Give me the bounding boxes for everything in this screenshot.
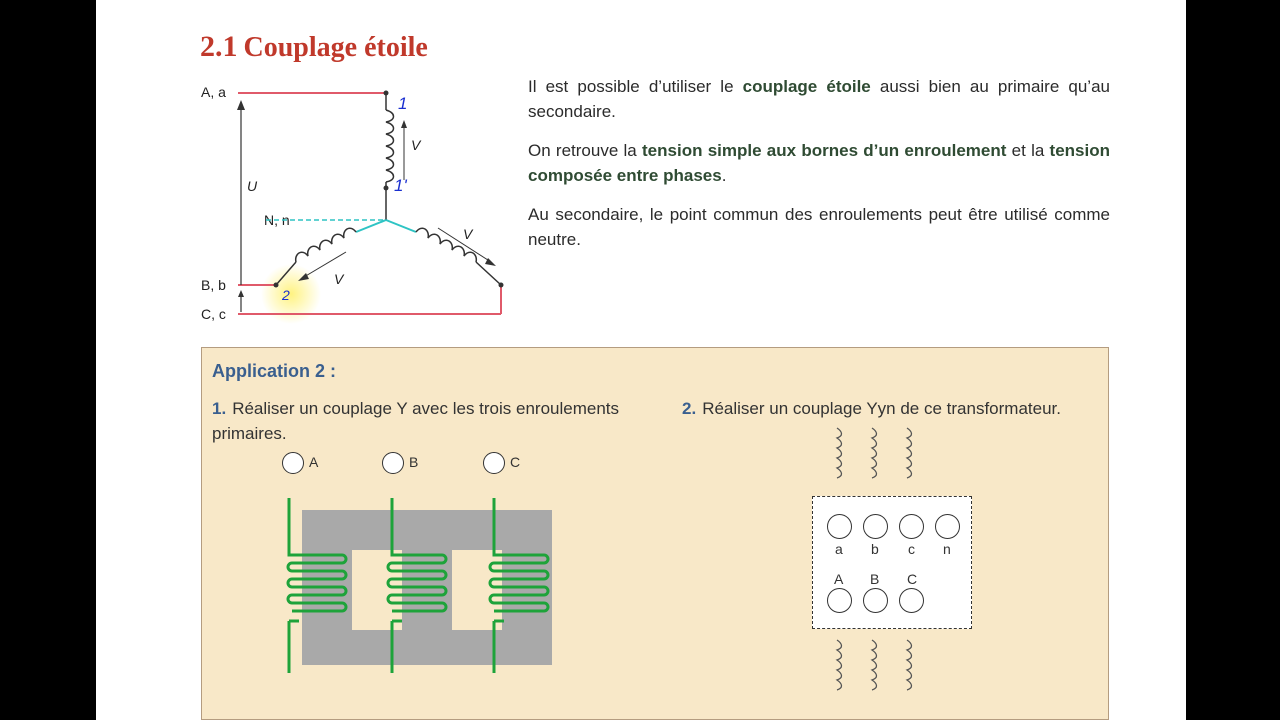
secondary-windings-top: [835, 427, 913, 479]
question-1-text: Réaliser un couplage Y avec les trois en…: [212, 399, 620, 443]
wire-right: [475, 261, 502, 286]
p1-post: aussi bien au primaire qu’au secondaire.: [528, 77, 1110, 121]
p2-post: .: [721, 166, 727, 185]
arrow-V-left-head: [298, 273, 309, 281]
label-Cc: C, c: [201, 306, 226, 322]
terminal-B2-circle[interactable]: [863, 588, 888, 613]
p2-bold: tension simple aux bornes d’un enrouleme…: [642, 141, 1007, 160]
question-2-number: 2.: [682, 399, 697, 418]
section-title-text: Couplage étoile: [243, 32, 428, 63]
arrow-V-top-head: [401, 120, 407, 128]
terminal-B-label: B: [409, 454, 419, 470]
terminal-C-label: C: [510, 454, 521, 470]
terminal-A2-label: A: [834, 571, 844, 587]
label-U: U: [247, 178, 258, 194]
terminal-A-label: A: [309, 454, 319, 470]
winding-top-a: [835, 427, 843, 479]
winding-bottom-C: [905, 639, 913, 691]
question-2-text: Réaliser un couplage Yyn de ce transform…: [702, 399, 1061, 418]
coil-right: [415, 227, 478, 263]
p2-mid: et la: [1006, 141, 1050, 160]
diagram-svg: [237, 90, 504, 324]
winding-top-b: [870, 427, 878, 479]
winding-bottom-B: [870, 639, 878, 691]
terminal-C2-circle[interactable]: [899, 588, 924, 613]
handwritten-2: 2: [282, 287, 290, 303]
terminal-c-circle[interactable]: [899, 514, 924, 539]
node-right: [498, 282, 504, 288]
question-1-number: 1.: [212, 399, 227, 418]
wire-left: [275, 261, 297, 286]
node-top: [383, 90, 389, 96]
node-1prime: [383, 185, 389, 191]
terminal-B-circle[interactable]: [382, 452, 404, 474]
p2-bold2: tension composée entre phases: [528, 141, 1110, 185]
terminal-C-circle[interactable]: [483, 452, 505, 474]
arrow-U-head: [237, 100, 245, 110]
arrow-V-right-head: [485, 258, 496, 266]
coil-primary-B: [386, 498, 448, 673]
application-box: Application 2 : 1.Réaliser un couplage Y…: [201, 347, 1109, 720]
terminal-n-circle[interactable]: [935, 514, 960, 539]
terminal-A-circle[interactable]: [282, 452, 304, 474]
question-1: 1.Réaliser un couplage Y avec les trois …: [212, 396, 632, 446]
label-V-right: V: [463, 226, 473, 242]
label-Bb: B, b: [201, 277, 226, 293]
label-V-left: V: [334, 271, 344, 287]
paragraph-3: Au secondaire, le point commun des enrou…: [528, 205, 1110, 249]
terminal-b-label: b: [871, 541, 879, 557]
label-Aa: A, a: [201, 84, 226, 100]
arrow-small-head: [238, 290, 244, 297]
paragraph-2: On retrouve la tension simple aux bornes…: [528, 138, 1110, 188]
coil-top: [385, 109, 395, 183]
application-title: Application 2 :: [212, 361, 337, 381]
label-V-top: V: [411, 137, 421, 153]
p1-pre: Il est possible d’utiliser le: [528, 77, 743, 96]
coil-left: [294, 227, 357, 263]
terminal-a-circle[interactable]: [827, 514, 852, 539]
terminal-box: a b c n A B C: [812, 496, 972, 629]
section-number: 2.1: [200, 30, 238, 63]
winding-bottom-A: [835, 639, 843, 691]
neutral-right: [385, 219, 417, 233]
question-2: 2. Réaliser un couplage Yyn de ce transfo…: [682, 396, 1112, 421]
coil-primary-C: [488, 498, 550, 673]
terminal-C2-label: C: [907, 571, 918, 587]
terminal-a-label: a: [835, 541, 843, 557]
terminal-A2-circle[interactable]: [827, 588, 852, 613]
terminal-B2-label: B: [870, 571, 880, 587]
p1-bold: couplage étoile: [742, 77, 871, 96]
handwritten-1: 1: [398, 94, 408, 113]
coil-primary-A: [286, 498, 348, 673]
paragraph-1: Il est possible d’utiliser le couplage é…: [528, 74, 1110, 124]
winding-top-c: [905, 427, 913, 479]
handwritten-1prime: 1': [394, 176, 407, 195]
neutral-left: [355, 219, 387, 233]
transformer-core: [286, 498, 552, 673]
arrow-V-right: [437, 227, 492, 263]
terminal-b-circle[interactable]: [863, 514, 888, 539]
primary-windings-bottom: [835, 639, 913, 691]
arrow-V-left: [303, 251, 347, 278]
terminal-n-label: n: [943, 541, 951, 557]
node-left: [273, 282, 279, 288]
p2-pre: On retrouve la: [528, 141, 643, 160]
terminal-c-label: c: [908, 541, 915, 557]
